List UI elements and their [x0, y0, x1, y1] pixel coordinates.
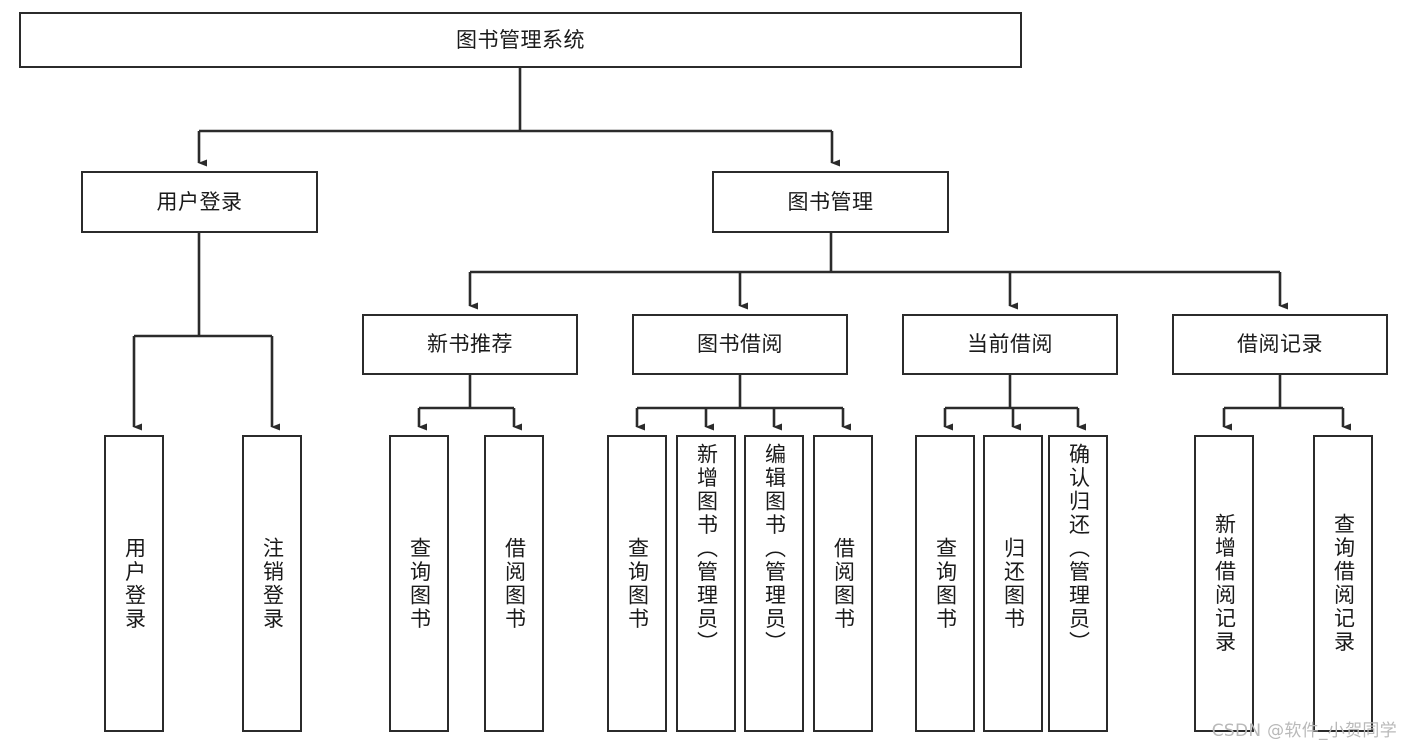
node-user-login[interactable]: 用户登录 [81, 171, 318, 233]
node-root[interactable]: 图书管理系统 [19, 12, 1022, 68]
node-leaf-add-book[interactable]: 新增图书（管理员） [676, 435, 736, 732]
edges-user-login [132, 233, 280, 431]
node-book-manage[interactable]: 图书管理 [712, 171, 949, 233]
node-leaf-add-book-label: 新增图书（管理员） [694, 443, 719, 655]
node-leaf-return-book-label: 归还图书 [1001, 536, 1026, 631]
edges-borrow-record [1222, 375, 1351, 431]
node-leaf-borrow-book-recommend-label: 借阅图书 [502, 536, 527, 631]
node-leaf-query-book-current-label: 查询图书 [933, 536, 958, 631]
node-leaf-logout-label: 注销登录 [260, 536, 285, 631]
node-book-borrow[interactable]: 图书借阅 [632, 314, 848, 375]
node-leaf-edit-book[interactable]: 编辑图书（管理员） [744, 435, 804, 732]
edges-current-borrow [943, 375, 1086, 431]
node-leaf-query-borrow-record[interactable]: 查询借阅记录 [1313, 435, 1373, 732]
edges-book-manage [468, 233, 1288, 310]
node-leaf-logout[interactable]: 注销登录 [242, 435, 302, 732]
node-root-label: 图书管理系统 [456, 27, 585, 52]
node-leaf-add-borrow-record[interactable]: 新增借阅记录 [1194, 435, 1254, 732]
node-leaf-borrow-book-recommend[interactable]: 借阅图书 [484, 435, 544, 732]
node-current-borrow-label: 当前借阅 [967, 332, 1053, 357]
node-leaf-user-login-label: 用户登录 [122, 536, 147, 631]
node-book-borrow-label: 图书借阅 [697, 332, 783, 357]
node-leaf-query-borrow-record-label: 查询借阅记录 [1331, 513, 1356, 654]
node-leaf-borrow-book[interactable]: 借阅图书 [813, 435, 873, 732]
node-leaf-confirm-return-label: 确认归还（管理员） [1066, 443, 1091, 655]
node-user-login-label: 用户登录 [156, 189, 243, 214]
node-leaf-query-book-recommend[interactable]: 查询图书 [389, 435, 449, 732]
node-leaf-user-login[interactable]: 用户登录 [104, 435, 164, 732]
node-leaf-borrow-book-label: 借阅图书 [831, 536, 856, 631]
node-leaf-query-book-borrow[interactable]: 查询图书 [607, 435, 667, 732]
node-new-book-recommend[interactable]: 新书推荐 [362, 314, 578, 375]
node-leaf-query-book-borrow-label: 查询图书 [625, 536, 650, 631]
node-leaf-edit-book-label: 编辑图书（管理员） [762, 443, 787, 655]
watermark-text: CSDN @软件_小贺同学 [1211, 721, 1397, 741]
node-leaf-query-book-recommend-label: 查询图书 [407, 536, 432, 631]
edges-book-borrow [635, 375, 851, 431]
edges-new-book-recommend [417, 375, 522, 431]
node-new-book-recommend-label: 新书推荐 [427, 332, 513, 357]
node-leaf-return-book[interactable]: 归还图书 [983, 435, 1043, 732]
node-borrow-record[interactable]: 借阅记录 [1172, 314, 1388, 375]
edges-root [197, 68, 840, 167]
node-leaf-query-book-current[interactable]: 查询图书 [915, 435, 975, 732]
node-book-manage-label: 图书管理 [787, 189, 874, 214]
node-current-borrow[interactable]: 当前借阅 [902, 314, 1118, 375]
node-leaf-confirm-return[interactable]: 确认归还（管理员） [1048, 435, 1108, 732]
node-leaf-add-borrow-record-label: 新增借阅记录 [1212, 513, 1237, 654]
node-borrow-record-label: 借阅记录 [1237, 332, 1323, 357]
